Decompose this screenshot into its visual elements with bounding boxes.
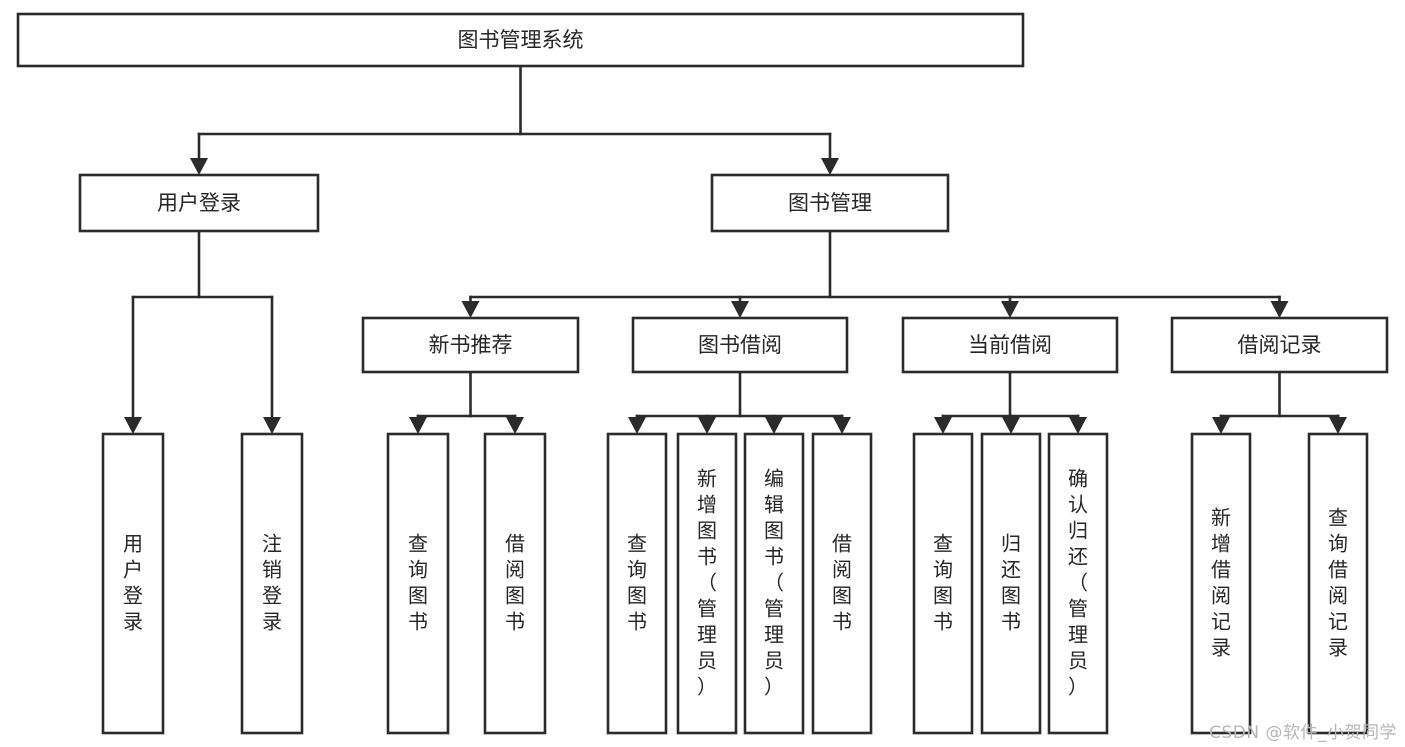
node-leaf-confirm-return[interactable]: 确认归还（管理员） [1047,432,1109,735]
node-box-book-manage [710,173,950,233]
node-box-leaf-edit-book [743,432,805,735]
node-box-borrow-record [1170,316,1389,374]
connector-group-book-manage [461,229,1289,318]
connector-group-current-borrow [934,370,1087,434]
arrowhead [698,417,716,434]
node-leaf-add-record[interactable]: 新增借阅记录 [1190,432,1252,735]
node-label-leaf-query-record: 查询借阅记录 [1328,505,1348,659]
node-leaf-query-book-rec[interactable]: 查询图书 [386,432,450,735]
arrowhead [934,417,952,434]
node-label-current-borrow: 当前借阅 [968,333,1052,357]
arrowhead [628,417,646,434]
node-leaf-edit-book[interactable]: 编辑图书（管理员） [743,432,805,735]
node-label-book-borrow: 图书借阅 [698,333,782,357]
connector-group-borrow-record [1212,370,1347,434]
node-box-leaf-add-record [1190,432,1252,735]
arrowhead [1002,417,1020,434]
connector-group-new-book-rec [409,370,524,434]
arrowhead [461,301,480,318]
node-box-leaf-borrow-book-rec [483,432,547,735]
node-label-leaf-edit-book: 编辑图书（管理员） [764,466,784,698]
arrowhead [821,158,839,175]
node-box-book-borrow [631,316,849,374]
node-label-leaf-user-logout: 注销登录 [262,531,282,633]
node-label-new-book-rec: 新书推荐 [429,333,513,357]
node-leaf-query-book-cur[interactable]: 查询图书 [912,432,974,735]
node-box-leaf-user-login [101,432,165,735]
node-leaf-query-record[interactable]: 查询借阅记录 [1307,432,1369,735]
node-leaf-add-book[interactable]: 新增图书（管理员） [676,432,738,735]
arrowhead [263,417,281,434]
node-layer: 图书管理系统用户登录图书管理新书推荐图书借阅当前借阅借阅记录用户登录注销登录查询… [16,12,1389,735]
connector-group-root [190,64,839,175]
node-label-leaf-return-book: 归还图书 [1001,531,1021,633]
edge-layer [124,64,1347,434]
node-box-leaf-borrow-book [811,432,873,735]
node-leaf-user-logout[interactable]: 注销登录 [240,432,304,735]
node-box-leaf-add-book [676,432,738,735]
arrowhead [190,158,208,175]
node-label-borrow-record: 借阅记录 [1238,333,1322,357]
arrowhead [731,301,749,318]
node-leaf-return-book[interactable]: 归还图书 [980,432,1042,735]
node-box-leaf-return-book [980,432,1042,735]
connector-group-user-login [124,229,281,434]
node-label-book-manage: 图书管理 [788,191,872,215]
node-box-leaf-query-record [1307,432,1369,735]
node-label-root: 图书管理系统 [458,28,584,52]
arrowhead [1069,417,1087,434]
node-current-borrow[interactable]: 当前借阅 [901,316,1119,374]
node-label-leaf-confirm-return: 确认归还（管理员） [1068,466,1088,698]
arrowhead [765,417,783,434]
arrowhead [1270,301,1289,318]
node-leaf-borrow-book[interactable]: 借阅图书 [811,432,873,735]
node-label-leaf-query-book-cur: 查询图书 [933,531,953,633]
node-label-user-login: 用户登录 [157,191,241,215]
node-label-leaf-add-record: 新增借阅记录 [1211,505,1231,659]
node-box-user-login [78,173,320,233]
node-box-leaf-user-logout [240,432,304,735]
node-label-leaf-user-login: 用户登录 [123,531,143,633]
node-new-book-rec[interactable]: 新书推荐 [361,316,580,374]
node-box-root [16,12,1025,68]
node-box-leaf-query-book-cur [912,432,974,735]
node-label-leaf-borrow-book: 借阅图书 [832,531,852,633]
arrowhead [506,417,524,434]
arrowhead [409,417,427,434]
node-book-manage[interactable]: 图书管理 [710,173,950,233]
node-leaf-borrow-book-rec[interactable]: 借阅图书 [483,432,547,735]
node-user-login[interactable]: 用户登录 [78,173,320,233]
node-box-leaf-query-book-rec [386,432,450,735]
node-label-leaf-add-book: 新增图书（管理员） [697,466,717,698]
arrowhead [1001,301,1019,318]
node-label-leaf-borrow-book-rec: 借阅图书 [505,531,525,633]
node-root[interactable]: 图书管理系统 [16,12,1025,68]
node-box-new-book-rec [361,316,580,374]
node-label-leaf-query-book-rec: 查询图书 [408,531,428,633]
node-leaf-user-login[interactable]: 用户登录 [101,432,165,735]
connector-group-book-borrow [628,370,851,434]
node-box-leaf-query-book-borrow [606,432,668,735]
arrowhead [1329,417,1347,434]
node-box-current-borrow [901,316,1119,374]
arrowhead [833,417,851,434]
arrowhead [1212,417,1230,434]
node-label-leaf-query-book-borrow: 查询图书 [627,531,647,633]
node-book-borrow[interactable]: 图书借阅 [631,316,849,374]
node-leaf-query-book-borrow[interactable]: 查询图书 [606,432,668,735]
node-box-leaf-confirm-return [1047,432,1109,735]
node-borrow-record[interactable]: 借阅记录 [1170,316,1389,374]
arrowhead [124,417,142,434]
